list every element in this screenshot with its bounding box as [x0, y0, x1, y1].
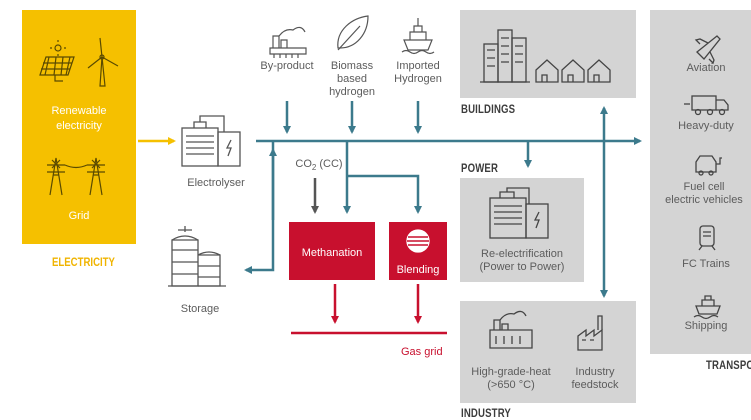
electricity-panel — [22, 10, 136, 244]
buildings-heading: BUILDINGS — [461, 102, 516, 116]
renewable-label: Renewable electricity — [51, 105, 107, 132]
electricity-heading: ELECTRICITY — [52, 255, 115, 269]
leaf-icon — [337, 15, 369, 51]
house-icon — [535, 59, 611, 83]
city-icon — [480, 29, 530, 83]
buildings-panel — [460, 10, 636, 98]
methanation-box — [289, 222, 375, 280]
storage-label: Storage — [180, 303, 220, 315]
byproduct-label: By-product — [260, 60, 314, 72]
arrow-to-blending — [347, 174, 422, 214]
gas-grid-label: Gas grid — [401, 346, 443, 358]
co2-text: CO — [295, 158, 312, 170]
heavy-duty-label: Heavy-duty — [678, 120, 734, 132]
co2-label: CO2 (CC) — [291, 158, 347, 174]
high-heat-label: High-grade-heat (>650 °C) — [471, 366, 551, 391]
feedstock-label: Industry feedstock — [571, 366, 619, 391]
feedstock-factory-icon — [577, 315, 603, 351]
co2-tail: (CC) — [316, 158, 343, 170]
transport-panel — [650, 10, 751, 354]
solar-panel-icon — [39, 40, 75, 82]
shipping-label: Shipping — [684, 320, 728, 332]
trains-label: FC Trains — [682, 258, 730, 270]
wind-turbine-icon — [87, 37, 119, 87]
aviation-label: Aviation — [686, 62, 726, 74]
methanation-label: Methanation — [301, 247, 363, 259]
grid-label: Grid — [68, 210, 90, 222]
transport-heading: TRANSPO — [706, 358, 751, 372]
factory-icon — [269, 26, 307, 58]
industry-panel — [460, 301, 636, 403]
shipping-icon — [693, 295, 721, 320]
blending-icon — [406, 229, 430, 253]
truck-icon — [684, 95, 729, 116]
reelectrification-label: Re-electrification (Power to Power) — [479, 248, 565, 273]
airplane-icon — [694, 35, 721, 65]
co2-sub: 2 — [311, 163, 317, 173]
high-heat-factory-icon — [489, 310, 533, 349]
fuel-cell-label: Fuel cell electric vehicles — [665, 181, 743, 206]
industry-heading: INDUSTRY — [461, 406, 511, 420]
reelectrification-icon — [489, 187, 549, 239]
blending-label: Blending — [396, 264, 440, 276]
ship-icon — [401, 18, 435, 55]
biomass-label: Biomass based hydrogen — [329, 60, 375, 98]
fuel-cell-car-icon — [695, 155, 722, 176]
imported-label: Imported Hydrogen — [394, 60, 442, 85]
electrolyser-label: Electrolyser — [187, 177, 245, 189]
train-icon — [698, 225, 716, 251]
pylon-icon — [47, 157, 105, 196]
storage-tank-icon — [168, 226, 226, 287]
power-heading: POWER — [461, 161, 499, 175]
arrow-to-storage — [244, 141, 275, 274]
power-panel — [460, 178, 584, 282]
electrolyser-icon — [181, 115, 241, 167]
